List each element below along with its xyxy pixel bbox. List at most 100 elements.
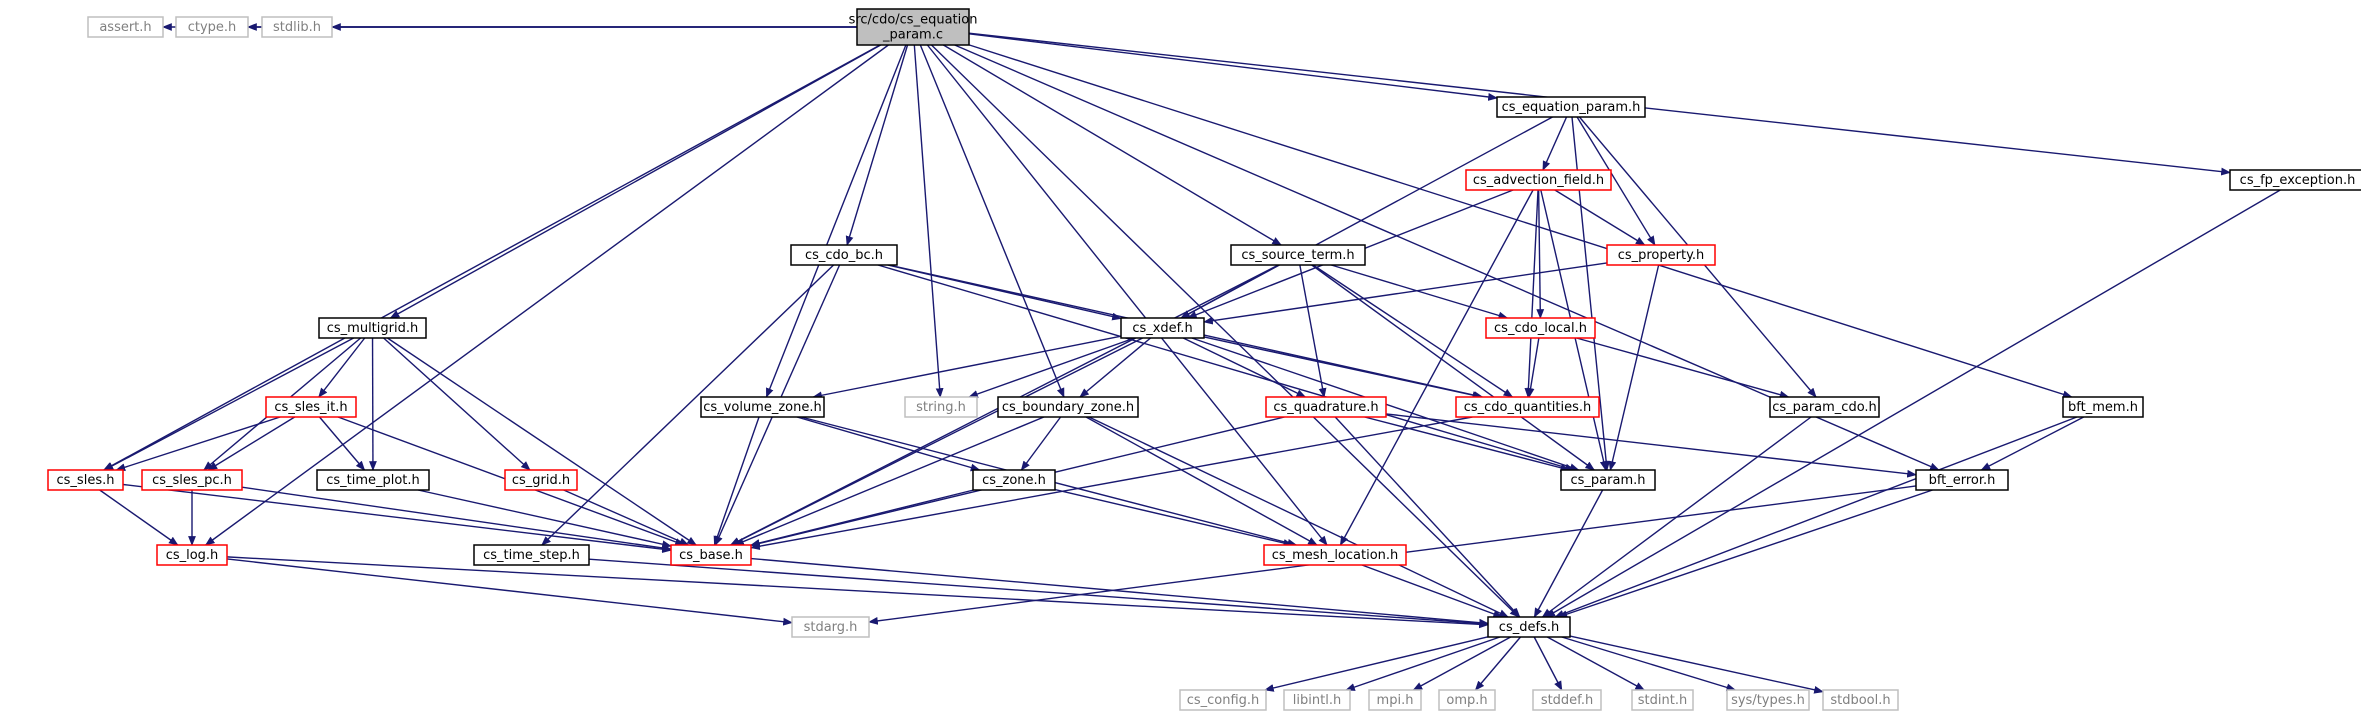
node-advf[interactable]: cs_advection_field.h	[1465, 169, 1612, 191]
node-grid[interactable]: cs_grid.h	[504, 469, 578, 491]
edge-srcterm-to-param	[1311, 264, 1596, 471]
node-xdef[interactable]: cs_xdef.h	[1120, 317, 1205, 339]
node-timestep[interactable]: cs_time_step.h	[473, 544, 590, 566]
edge-advf-to-property	[1554, 189, 1646, 246]
edge-slesit-to-sles	[115, 416, 281, 472]
node-base-label: cs_base.h	[679, 548, 743, 563]
node-log[interactable]: cs_log.h	[156, 544, 228, 566]
edge-bndzone-to-base	[734, 416, 1045, 546]
edge-multigrid-to-sles	[103, 337, 354, 471]
node-defs-label: cs_defs.h	[1499, 620, 1559, 635]
node-param[interactable]: cs_param.h	[1560, 469, 1656, 491]
node-meshloc[interactable]: cs_mesh_location.h	[1263, 544, 1407, 566]
edge-xdef-to-cdoq	[1203, 336, 1483, 399]
node-srcterm-label: cs_source_term.h	[1241, 248, 1354, 263]
edge-root-to-eqparam	[968, 33, 1498, 101]
node-stdlib-label: stdlib.h	[273, 20, 321, 35]
edge-defs-to-stdbool	[1569, 635, 1824, 694]
node-grid-label: cs_grid.h	[512, 473, 570, 488]
edge-quad-to-param	[1364, 416, 1571, 472]
node-volzone-label: cs_volume_zone.h	[703, 400, 821, 415]
node-bndzone[interactable]: cs_boundary_zone.h	[997, 396, 1139, 418]
node-cdobc[interactable]: cs_cdo_bc.h	[790, 244, 898, 266]
edge-quad-to-bfterr	[1385, 413, 1917, 478]
node-root[interactable]: src/cdo/cs_equation_param.c	[849, 8, 978, 46]
node-log-label: cs_log.h	[166, 548, 219, 563]
node-property[interactable]: cs_property.h	[1606, 244, 1716, 266]
node-sles-label: cs_sles.h	[57, 473, 115, 488]
edge-cdoq-to-base	[750, 416, 1473, 551]
edge-root-to-meshloc	[926, 44, 1328, 546]
node-srcterm[interactable]: cs_source_term.h	[1230, 244, 1366, 266]
edge-root-to-bndzone	[919, 44, 1065, 398]
node-timeplot[interactable]: cs_time_plot.h	[316, 469, 430, 491]
node-multigrid-label: cs_multigrid.h	[327, 321, 418, 336]
node-bftmem-label: bft_mem.h	[2068, 400, 2138, 415]
node-param-label: cs_param.h	[1571, 473, 1646, 488]
node-bndzone-label: cs_boundary_zone.h	[1002, 400, 1134, 415]
node-systypes-box	[1726, 689, 1810, 711]
node-cdolocal[interactable]: cs_cdo_local.h	[1485, 317, 1596, 339]
node-defs[interactable]: cs_defs.h	[1487, 616, 1571, 638]
edge-slesit-to-slespc	[207, 416, 296, 471]
edge-cdolocal-to-paramcdo	[1576, 337, 1790, 399]
node-base[interactable]: cs_base.h	[670, 544, 752, 566]
node-volzone[interactable]: cs_volume_zone.h	[700, 396, 825, 418]
edge-bfterr-to-defs	[1557, 489, 1933, 618]
node-zone[interactable]: cs_zone.h	[972, 469, 1056, 491]
edge-eqparam-to-param	[1571, 116, 1611, 471]
node-root-label: _param.c	[882, 28, 943, 43]
node-libintl: libintl.h	[1283, 689, 1351, 711]
edge-defs-to-stddef	[1533, 636, 1563, 691]
node-xdef-label: cs_xdef.h	[1132, 321, 1192, 336]
node-sles[interactable]: cs_sles.h	[47, 469, 124, 491]
node-bftmem[interactable]: bft_mem.h	[2062, 396, 2144, 418]
node-xdef-box	[1120, 317, 1205, 339]
node-property-label: cs_property.h	[1618, 248, 1705, 263]
node-libintl-label: libintl.h	[1293, 693, 1341, 708]
node-multigrid[interactable]: cs_multigrid.h	[318, 317, 427, 339]
node-fpexc[interactable]: cs_fp_exception.h	[2229, 169, 2361, 191]
edge-param-to-defs	[1533, 489, 1604, 618]
edge-base-to-defs	[750, 557, 1489, 627]
node-eqparam[interactable]: cs_equation_param.h	[1496, 96, 1646, 118]
node-omp-label: omp.h	[1446, 693, 1487, 708]
node-stdarg-box	[791, 616, 870, 638]
node-cdoq[interactable]: cs_cdo_quantities.h	[1455, 396, 1600, 418]
node-paramcdo[interactable]: cs_param_cdo.h	[1769, 396, 1880, 418]
edge-root-to-log	[204, 44, 889, 546]
edge-srcterm-to-cdoq	[1312, 264, 1514, 398]
node-paramcdo-label: cs_param_cdo.h	[1772, 400, 1877, 415]
node-bfterr[interactable]: bft_error.h	[1915, 469, 2009, 491]
node-config-box	[1179, 689, 1267, 711]
node-bftmem-box	[2062, 396, 2144, 418]
node-ctype-box	[175, 16, 249, 38]
edge-grid-to-base	[563, 489, 690, 546]
edge-bndzone-to-zone	[1020, 416, 1062, 471]
node-slesit-box	[265, 396, 357, 418]
edge-xdef-to-volzone	[812, 335, 1122, 400]
edge-fpexc-to-defs	[1545, 189, 2281, 618]
node-quad[interactable]: cs_quadrature.h	[1265, 396, 1387, 418]
edge-root-to-volzone	[765, 44, 907, 398]
node-fpexc-label: cs_fp_exception.h	[2240, 173, 2356, 188]
node-slesit[interactable]: cs_sles_it.h	[265, 396, 357, 418]
edge-timestep-to-defs	[588, 558, 1489, 628]
edge-defs-to-config	[1263, 636, 1489, 692]
node-stddef: stddef.h	[1532, 689, 1602, 711]
node-eqparam-label: cs_equation_param.h	[1502, 100, 1641, 115]
node-advf-box	[1465, 169, 1612, 191]
edge-log-to-stdarg	[226, 558, 793, 626]
node-multigrid-box	[318, 317, 427, 339]
node-stdlib-box	[261, 16, 333, 38]
node-stdint-label: stdint.h	[1638, 693, 1687, 708]
node-slesit-label: cs_sles_it.h	[274, 400, 347, 415]
node-systypes-label: sys/types.h	[1731, 693, 1805, 708]
node-libintl-box	[1283, 689, 1351, 711]
node-cdoq-box	[1455, 396, 1600, 418]
node-slespc[interactable]: cs_sles_pc.h	[141, 469, 243, 491]
node-stdarg-label: stdarg.h	[804, 620, 858, 635]
edge-xdef-to-string	[968, 337, 1135, 398]
node-stddef-box	[1532, 689, 1602, 711]
node-stdarg: stdarg.h	[791, 616, 870, 638]
